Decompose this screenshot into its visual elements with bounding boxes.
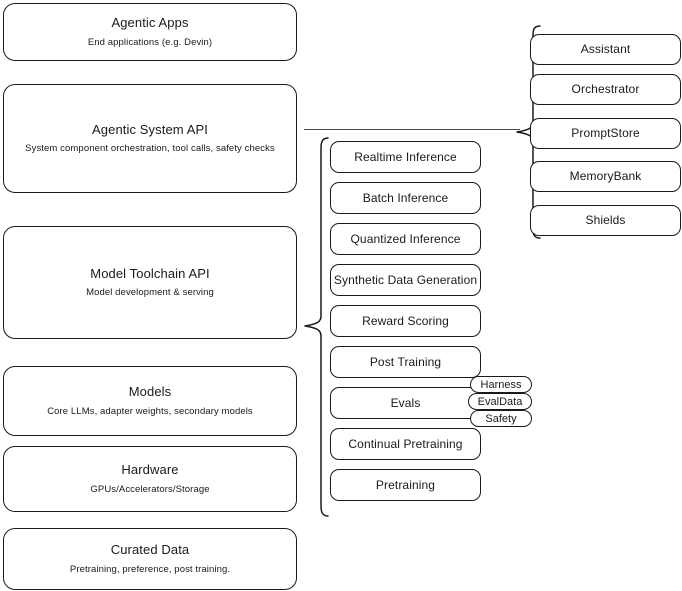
layer-title: Model Toolchain API	[90, 265, 210, 281]
layer-box-hardware[interactable]: Hardware GPUs/Accelerators/Storage	[3, 446, 297, 512]
layer-subtitle: Model development & serving	[86, 287, 214, 299]
toolchain-item-label: Batch Inference	[362, 190, 449, 205]
system-item-promptstore[interactable]: PromptStore	[530, 118, 681, 149]
eval-badge-harness[interactable]: Harness	[470, 376, 532, 393]
layer-box-models[interactable]: Models Core LLMs, adapter weights, secon…	[3, 366, 297, 436]
layer-subtitle: GPUs/Accelerators/Storage	[90, 483, 210, 495]
toolchain-brace	[303, 136, 329, 520]
toolchain-item-evals[interactable]: Evals	[330, 387, 481, 419]
layer-subtitle: Pretraining, preference, post training.	[69, 563, 231, 575]
system-item-label: Orchestrator	[571, 82, 640, 96]
system-item-label: MemoryBank	[569, 169, 642, 183]
layer-subtitle: Core LLMs, adapter weights, secondary mo…	[47, 405, 253, 417]
toolchain-item-synthetic-data-generation[interactable]: Synthetic Data Generation	[330, 264, 481, 296]
system-item-orchestrator[interactable]: Orchestrator	[530, 74, 681, 105]
layer-title: Agentic Apps	[111, 15, 189, 31]
toolchain-item-reward-scoring[interactable]: Reward Scoring	[330, 305, 481, 337]
toolchain-item-batch-inference[interactable]: Batch Inference	[330, 182, 481, 214]
eval-badge-evaldata[interactable]: EvalData	[468, 393, 532, 410]
toolchain-item-quantized-inference[interactable]: Quantized Inference	[330, 223, 481, 255]
layer-title: Curated Data	[110, 542, 190, 558]
toolchain-item-label: Reward Scoring	[362, 313, 449, 328]
layer-box-curated-data[interactable]: Curated Data Pretraining, preference, po…	[3, 528, 297, 590]
layer-subtitle: End applications (e.g. Devin)	[87, 36, 213, 48]
toolchain-item-label: Evals	[390, 395, 421, 410]
system-item-label: PromptStore	[571, 126, 640, 140]
layer-title: Models	[128, 384, 172, 400]
layer-title: Agentic System API	[92, 121, 208, 137]
layer-title: Hardware	[121, 462, 179, 478]
toolchain-item-label: Quantized Inference	[350, 231, 461, 246]
toolchain-item-post-training[interactable]: Post Training	[330, 346, 481, 378]
system-item-assistant[interactable]: Assistant	[530, 34, 681, 65]
system-item-shields[interactable]: Shields	[530, 205, 681, 236]
layer-box-agentic-system-api[interactable]: Agentic System API System component orch…	[3, 84, 297, 193]
toolchain-item-label: Realtime Inference	[354, 149, 457, 164]
eval-badge-safety[interactable]: Safety	[470, 410, 532, 427]
layer-box-model-toolchain-api[interactable]: Model Toolchain API Model development & …	[3, 226, 297, 339]
toolchain-item-pretraining[interactable]: Pretraining	[330, 469, 481, 501]
toolchain-item-label: Synthetic Data Generation	[333, 272, 478, 287]
toolchain-item-label: Continual Pretraining	[348, 436, 463, 451]
toolchain-item-label: Post Training	[369, 354, 442, 369]
system-item-label: Assistant	[580, 42, 631, 56]
toolchain-item-label: Pretraining	[375, 477, 436, 492]
layer-box-agentic-apps[interactable]: Agentic Apps End applications (e.g. Devi…	[3, 3, 297, 61]
toolchain-item-continual-pretraining[interactable]: Continual Pretraining	[330, 428, 481, 460]
toolchain-item-realtime-inference[interactable]: Realtime Inference	[330, 141, 481, 173]
system-api-connector-line	[304, 128, 520, 130]
layer-subtitle: System component orchestration, tool cal…	[25, 143, 275, 155]
system-item-label: Shields	[585, 213, 626, 227]
system-item-memorybank[interactable]: MemoryBank	[530, 161, 681, 192]
